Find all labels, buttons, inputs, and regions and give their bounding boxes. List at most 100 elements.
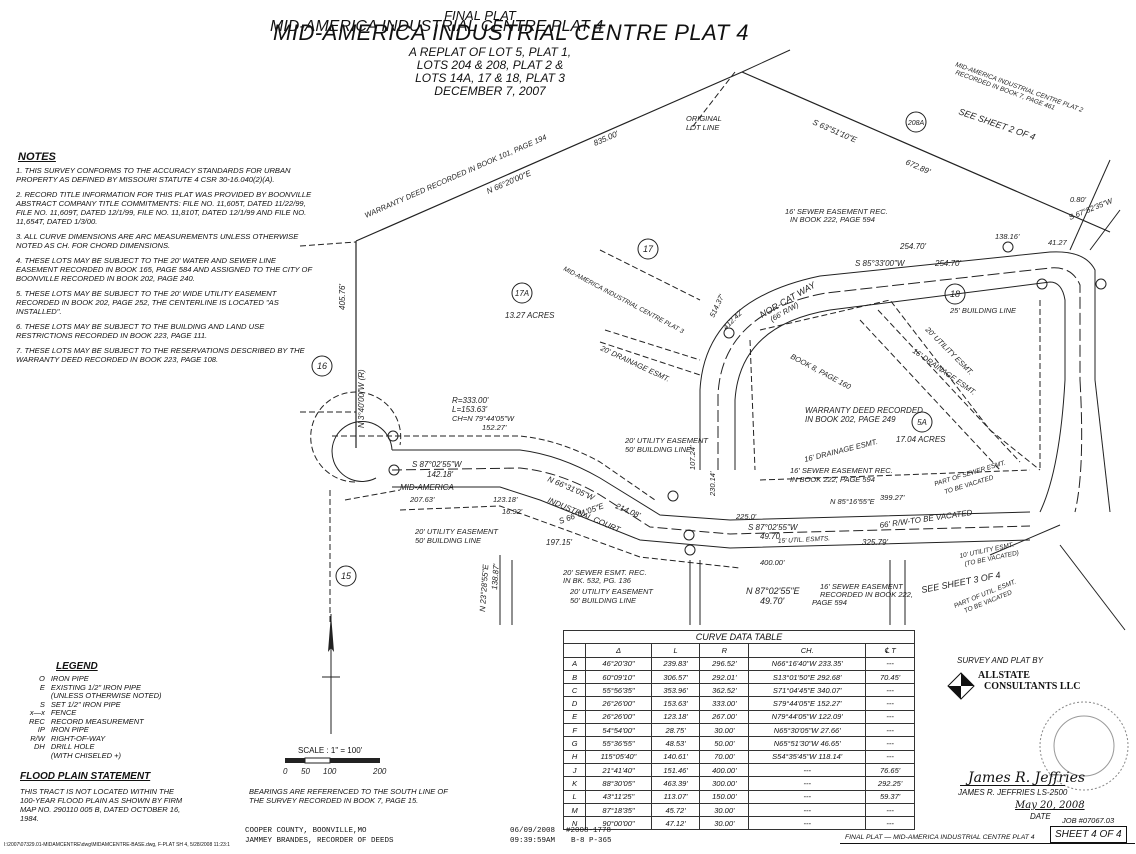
acres-5a: 17.04 ACRES [896,435,946,444]
signature: James R. Jeffries [968,770,1086,786]
north-arrow [322,614,340,734]
d230: 230.14' [708,471,717,497]
legend-desc: FENCE [50,708,77,717]
original-lot-line: ORIGINAL [686,114,722,123]
lot-17a-circle [511,282,533,304]
curve-col-delta: Δ [585,643,652,658]
west-bearing: N 3°40'00"W (R) [357,369,366,428]
building-line-25: 25' BUILDING LINE [949,306,1017,315]
curve-cell: 115°05'40" [585,749,652,764]
allstate-logo-icon [947,672,975,700]
curve-cell: --- [748,802,867,818]
curve-cell: N65°51'30"W 46.65' [748,736,867,751]
notes-heading: NOTES [18,151,56,163]
bearings-note: BEARINGS ARE REFERENCED TO THE SOUTH LIN… [249,787,448,805]
d254b: 254.70' [934,259,961,268]
legend-desc: DRILL HOLE [50,742,95,751]
curve-l: L=153.63' [452,405,488,414]
curve-cell: 292.25' [865,776,915,791]
curve-cell: 55°56'35" [585,683,652,698]
curve-cell: 48.53' [650,736,701,751]
bearing-ne: S 63°51'10"E [811,118,858,145]
lot-17a-label: 17A [515,289,529,298]
curve-cell: 21°41'40" [585,762,652,778]
lot-18-circle [944,283,966,305]
utility-easement-3: 20' UTILITY EASEMENT [569,587,654,596]
util-15: 15' UTIL. ESMTS. [778,535,831,545]
survey-by: SURVEY AND PLAT BY [957,656,1043,665]
lot-5a-circle [911,411,933,433]
d207: 207.63' [409,495,435,504]
curve-cell: 70.00' [699,749,750,764]
note-3: 3. ALL CURVE DIMENSIONS ARE ARC MEASUREM… [16,232,299,250]
plat-name-footer: FINAL PLAT — MID-AMERICA INDUSTRIAL CENT… [845,834,1035,841]
curve-cell: --- [748,762,867,778]
legend-heading: LEGEND [56,661,98,672]
curve-cell: L [562,789,587,804]
curve-cell: --- [865,683,915,698]
lot-15-label: 15 [341,571,352,581]
n87-bearing: N 87°02'55"E [746,586,801,596]
curve-cell: 43°11'25" [585,789,652,804]
bearing-top: N 66°20'00"E [485,168,533,196]
n66-dist: 214.08' [613,501,642,520]
legend-desc: RECORD MEASUREMENT [50,716,144,726]
d412: 412.42' [721,307,745,331]
curve-cell: F [562,723,587,738]
curve-cell: S79°44'05"E 152.27' [748,696,867,711]
drainage-16: 16' DRAINAGE ESMT. [803,437,878,464]
company-name-1: ALLSTATE [978,670,1030,681]
north-boundary [355,71,743,242]
sewer-rec-2: RECORDED IN BOOK 222, [820,590,913,599]
curve-cell: H [562,749,587,764]
curve-cell: 90°00'00" [585,816,652,831]
curve-cell: G [562,736,587,751]
d325: 325.79' [862,538,888,547]
date-label: DATE [1030,812,1051,821]
n87-dist: 49.70' [760,596,785,606]
legend-sym: x—x [29,708,45,717]
n23-dist: 138.87' [490,563,501,590]
legend-sym: E [39,682,45,692]
scale-bar: 0 50 100 200 [283,757,387,776]
plat-title: MID-AMERICA INDUSTRIAL CENTRE PLAT 4 [270,18,604,35]
curve-cell: E [562,709,587,725]
curve-cell: --- [865,723,915,738]
curve-cell: --- [865,802,915,818]
scale-tick-50: 50 [301,767,310,776]
curve-cell: D [562,696,587,711]
curve-cell: B [562,669,587,685]
signature-date: May 20, 2008 [1015,800,1085,811]
building-line-3: 50' BUILDING LINE [570,596,637,605]
curve-cell: 46°20'30" [585,656,652,671]
curve-cell: 30.00' [699,802,750,818]
d4127: 41.27 [1048,238,1068,247]
west-dist: 405.76' [338,284,347,310]
wd-202: WARRANTY DEED RECORDED [805,406,923,415]
d1692: 16.92' [502,507,523,516]
curve-cell: 400.00' [699,762,750,778]
curve-cell: S13°01'50"E 292.68' [748,669,867,685]
utility-easement-1: 20' UTILITY EASEMENT [624,436,709,445]
building-line-2: 50' BUILDING LINE [415,536,482,545]
n85-dist: 399.27' [880,493,905,502]
ne-boundary [741,71,1111,233]
curve-cell: 26°26'00" [585,709,652,725]
curve-cell: 123.18' [650,709,701,725]
curve-cell: J [562,762,587,778]
d400: 400.00' [760,558,785,567]
legend-desc: IRON PIPE [50,725,89,734]
curve-cell: --- [865,736,915,751]
plat-title-text: MID-AMERICA INDUSTRIAL CENTRE PLAT 4 [273,20,749,45]
legend-desc: IRON PIPE [50,674,89,683]
curve-cell: --- [865,749,915,764]
curve-cell: 362.52' [699,683,750,698]
note-4: 4. THESE LOTS MAY BE SUBJECT TO THE 20' … [16,256,312,283]
legend-desc: (WITH CHISELED +) [50,750,122,760]
